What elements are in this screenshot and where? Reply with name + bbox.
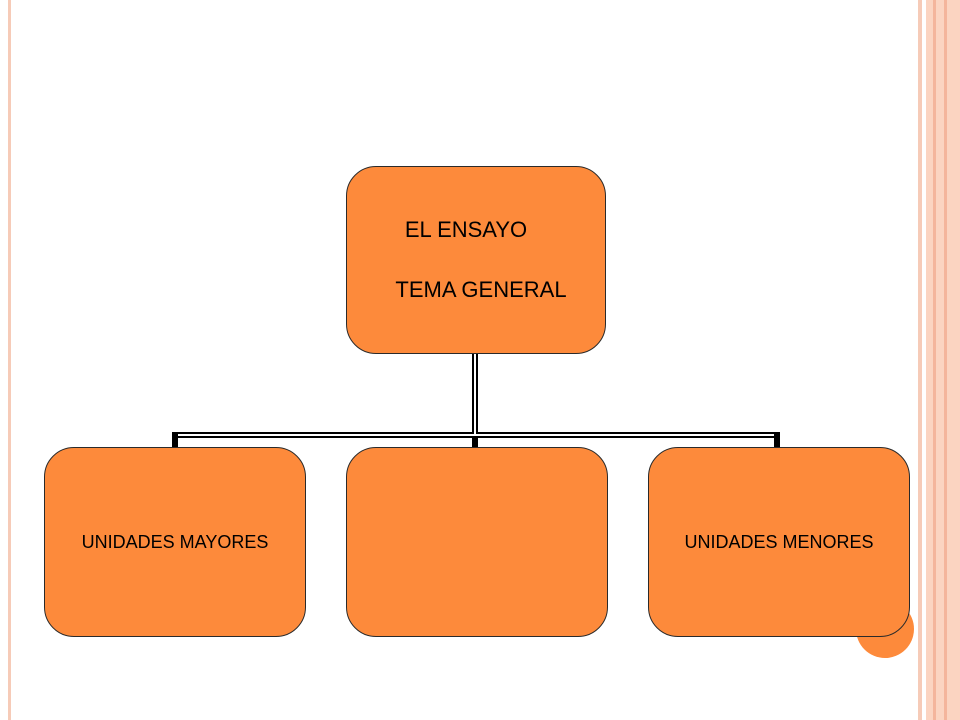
connector-vertical-highlight [474,352,476,434]
root-node: EL ENSAYO TEMA GENERAL [346,166,606,354]
child-node-middle [346,447,608,637]
child-node-label: UNIDADES MAYORES [81,532,269,552]
root-subtitle: TEMA GENERAL [395,277,567,302]
connector-horizontal-highlight [178,434,774,436]
connector-left-drop [172,432,178,448]
frame-right-stripe [933,0,936,720]
frame-right-stripe [944,0,947,720]
connector-right-drop [774,432,780,448]
frame-right-line [918,0,922,720]
connector-middle-drop [472,432,478,448]
frame-left-line [8,0,11,720]
frame-right-band [926,0,960,720]
root-title: EL ENSAYO [404,217,528,242]
child-node-label: UNIDADES MENORES [684,532,874,552]
child-node-right: UNIDADES MENORES [648,447,910,637]
child-node-left: UNIDADES MAYORES [44,447,306,637]
